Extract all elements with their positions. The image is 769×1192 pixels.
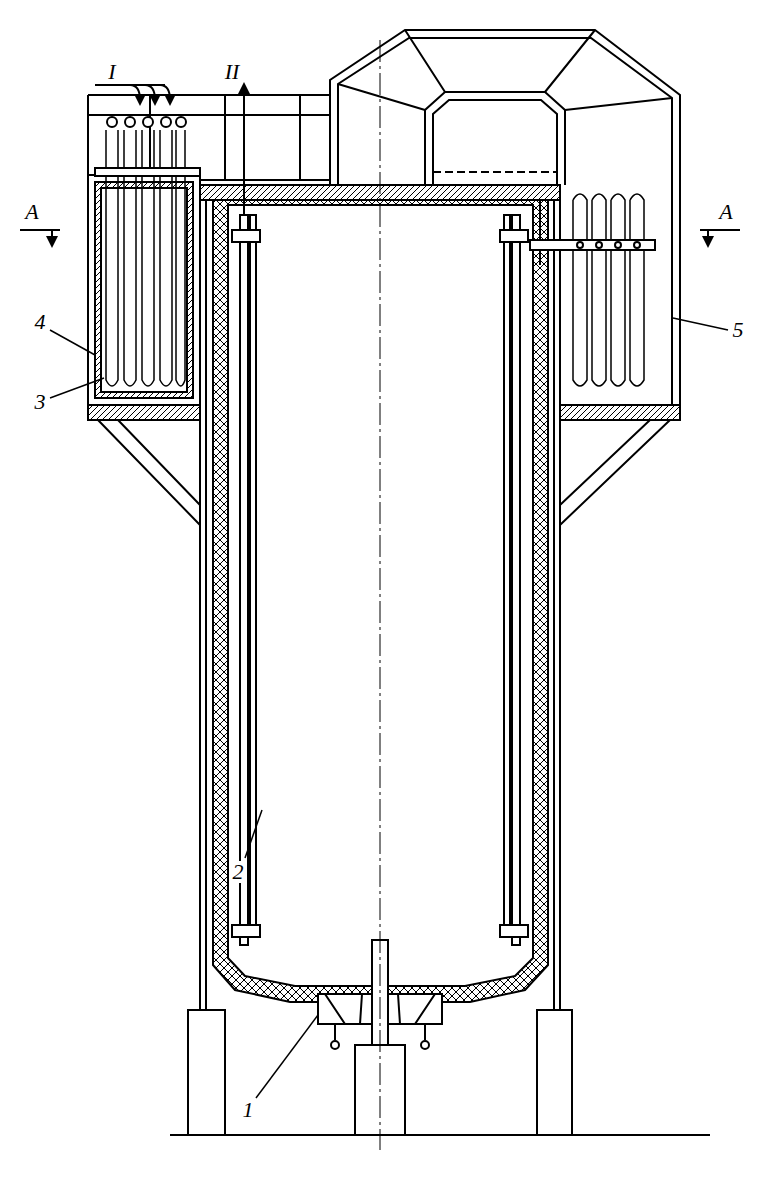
callout-number: 3 — [33, 391, 48, 413]
callout-number: 1 — [241, 1099, 256, 1121]
flow-or-section-mark: I — [106, 61, 117, 83]
flow-or-section-mark: II — [223, 61, 242, 83]
flow-or-section-mark: A — [717, 201, 734, 223]
callout-number: 4 — [33, 311, 48, 333]
callout-number: 5 — [731, 319, 746, 341]
flow-or-section-mark: A — [23, 201, 40, 223]
callout-number: 2 — [231, 861, 246, 883]
furnace-drawing — [20, 30, 740, 1150]
